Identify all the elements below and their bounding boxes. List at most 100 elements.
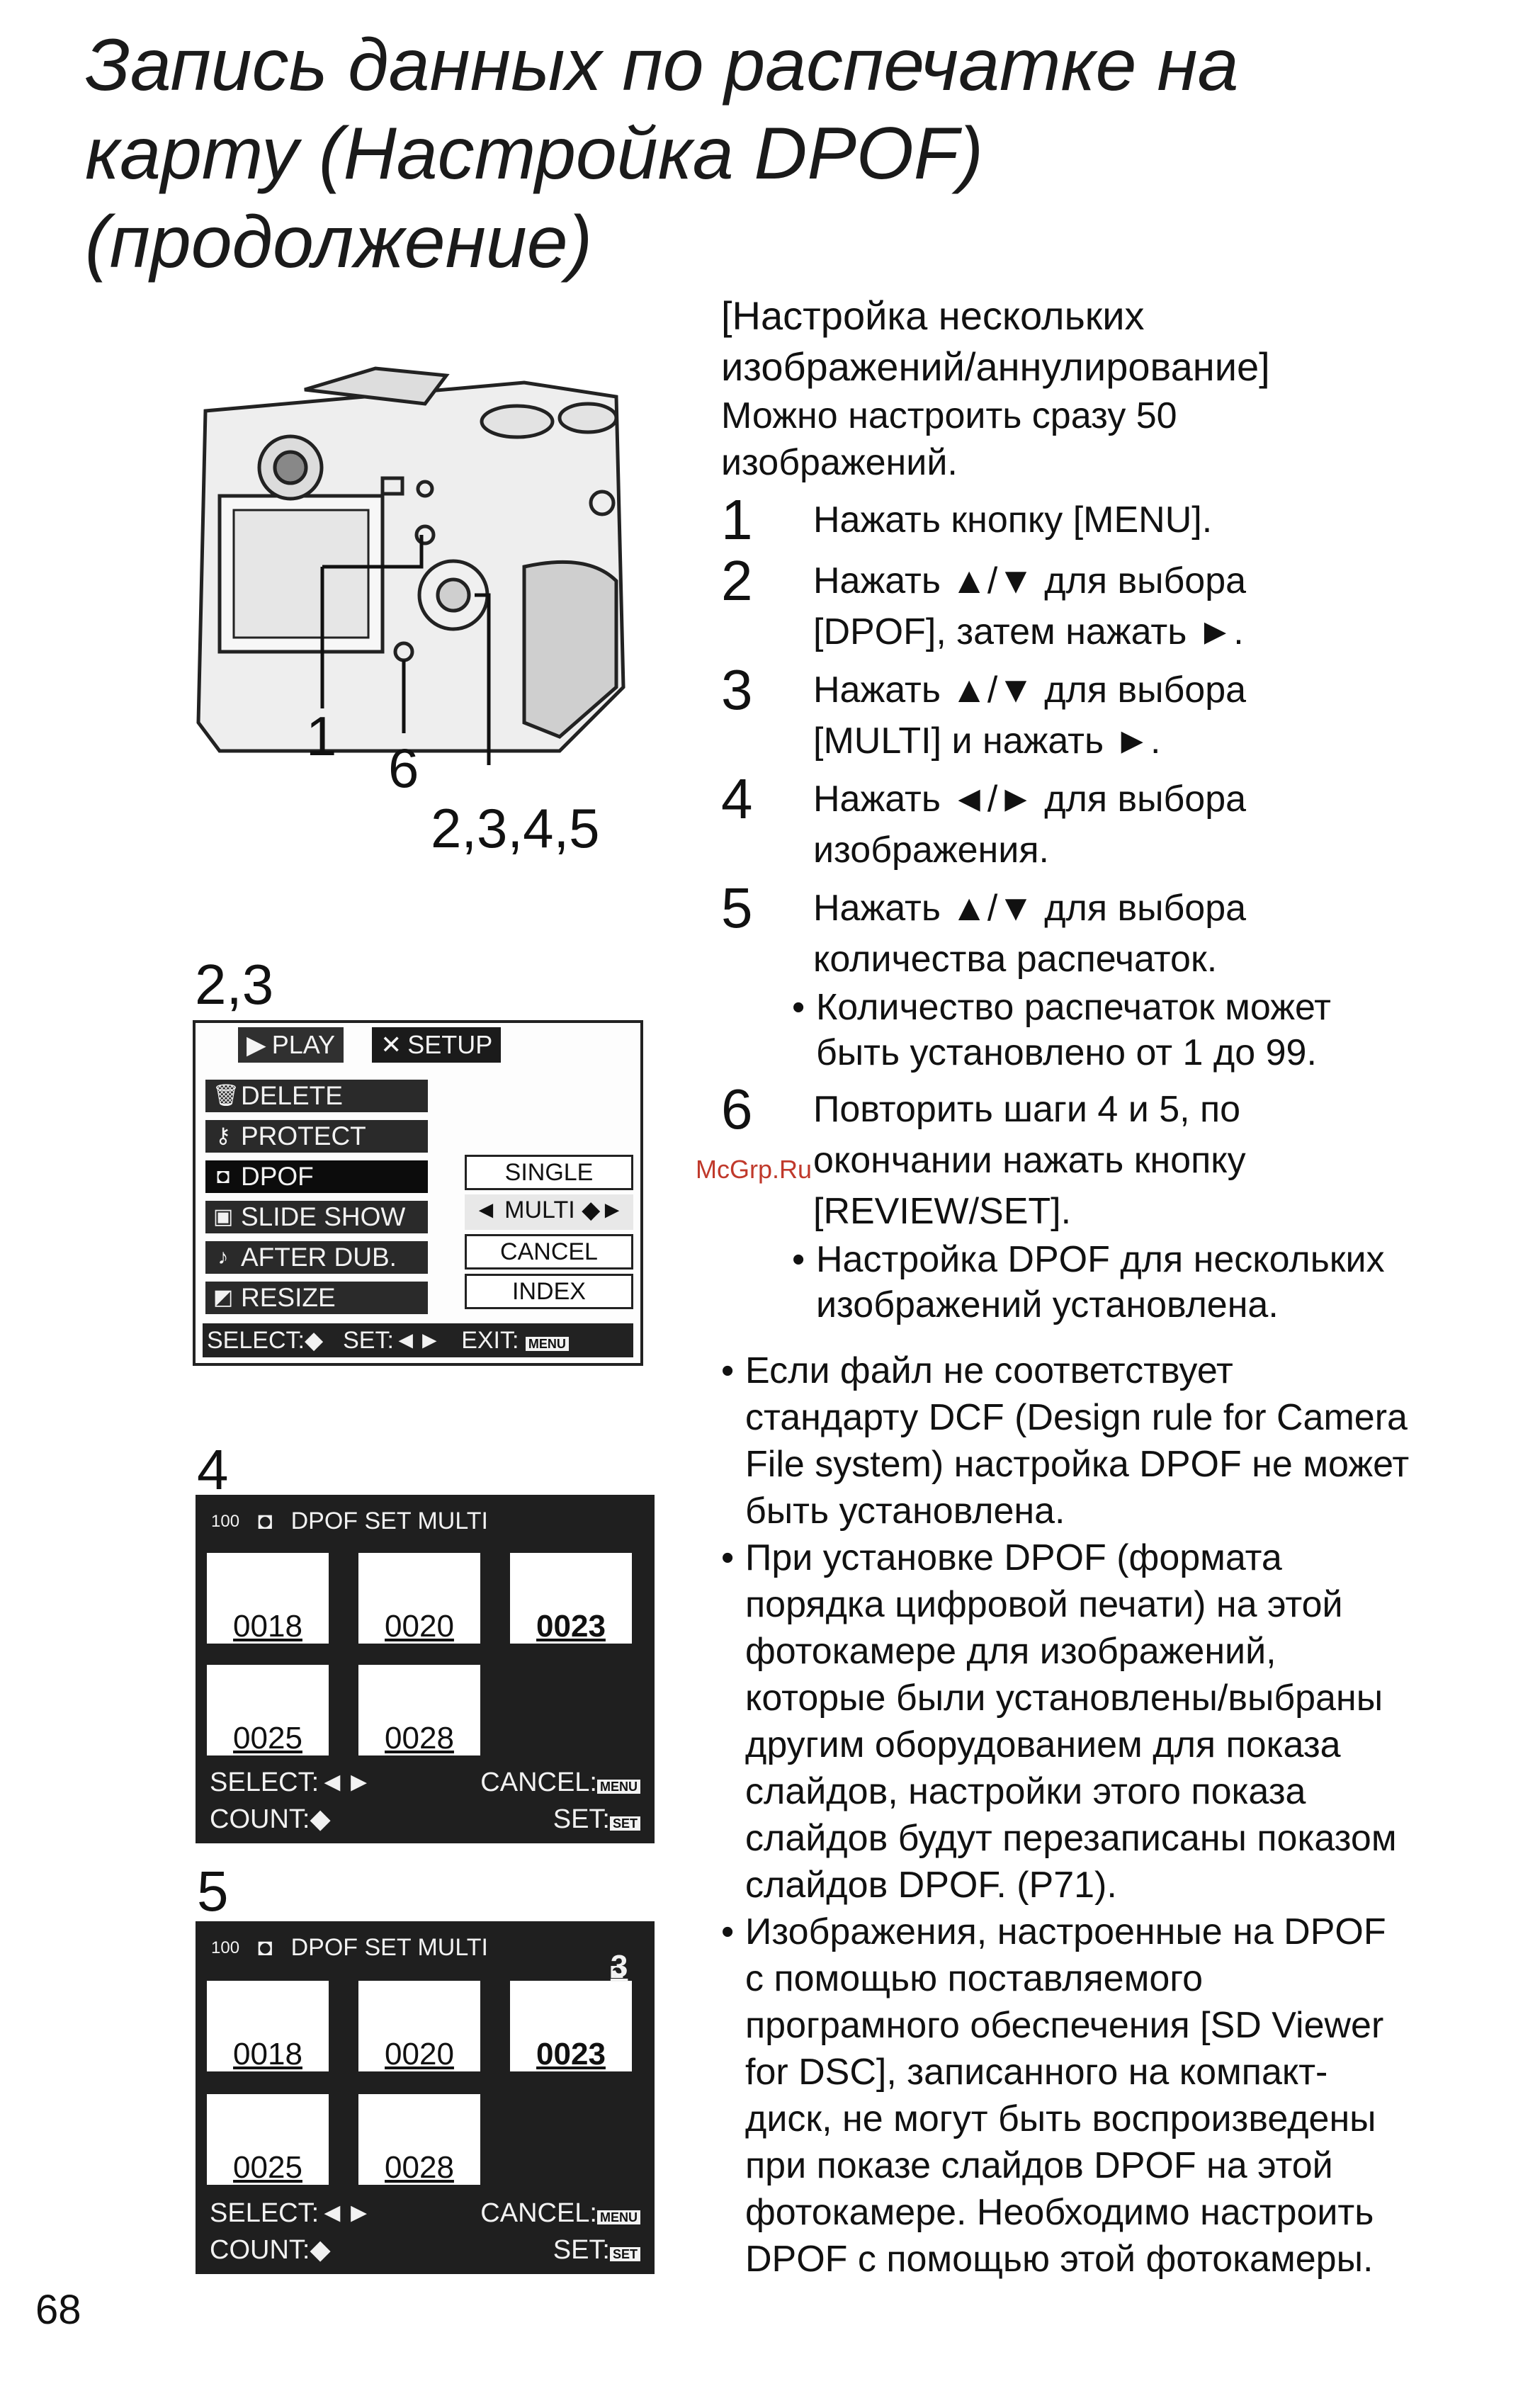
- menu-screen: ▶ PLAY ✕ SETUP 🗑 DELETE ⚷ PROTECT ◘ DPOF…: [193, 1020, 643, 1366]
- thumbnail[interactable]: 0028: [358, 1665, 480, 1755]
- dpof-footer: SELECT:◄► CANCEL:MENU COUNT:◆ SET:SET: [210, 1764, 640, 1838]
- tab-play[interactable]: ▶ PLAY: [238, 1027, 344, 1063]
- step-number: 2: [721, 549, 753, 612]
- page-number: 68: [35, 2287, 81, 2333]
- note-other-equipment: • При установке DPOF (формата порядка ци…: [721, 1537, 1397, 1906]
- menu-item-dpof[interactable]: ◘ DPOF: [205, 1160, 428, 1193]
- folder-number: 100: [211, 1938, 240, 1957]
- title-line-1: Запись данных по распечатке на: [85, 24, 1239, 106]
- menu-list: 🗑 DELETE ⚷ PROTECT ◘ DPOF ▣ SLIDE SHOW ♪…: [205, 1080, 428, 1322]
- microphone-icon: ♪: [217, 1245, 229, 1269]
- footer-exit: EXIT: MENU: [461, 1323, 569, 1357]
- menu-item-resize[interactable]: ◩ RESIZE: [205, 1282, 428, 1314]
- menu-key-icon: MENU: [597, 1780, 640, 1794]
- footer-cancel: CANCEL:MENU: [480, 1764, 640, 1801]
- print-icon: ◘: [216, 1165, 230, 1188]
- footer-set: SET:SET: [553, 1801, 640, 1838]
- section-intro-line-2: изображений.: [721, 442, 958, 483]
- callout-2345: 2,3,4,5: [431, 797, 600, 859]
- step-2: 2 Нажать ▲/▼ для выбора [DPOF], затем на…: [721, 553, 1507, 657]
- instructions-column: [Настройка нескольких изображений/аннули…: [721, 290, 1507, 2283]
- menu-tabs: ▶ PLAY ✕ SETUP: [238, 1027, 502, 1063]
- folder-number: 100: [211, 1511, 240, 1531]
- thumbnail[interactable]: 0028: [358, 2094, 480, 2185]
- option-multi[interactable]: ◄ MULTI ◆►: [465, 1194, 633, 1230]
- page-title: Запись данных по распечатке на карту (На…: [85, 21, 1360, 287]
- thumbnail[interactable]: 0020: [358, 1553, 480, 1644]
- footer-cancel: CANCEL:MENU: [480, 2195, 640, 2232]
- watermark: McGrp.Ru: [696, 1155, 813, 1184]
- option-index[interactable]: INDEX: [465, 1274, 633, 1309]
- slideshow-icon: ▣: [213, 1205, 234, 1228]
- dpof-multi-screen-step4: 100 ◘ DPOF SET MULTI 0018 0020 0023 0025…: [196, 1495, 655, 1843]
- section-intro-line-1: Можно настроить сразу 50: [721, 395, 1177, 436]
- step-6: 6 Повторить шаги 4 и 5, по окончании наж…: [721, 1081, 1507, 1237]
- thumbnail[interactable]: 0020: [358, 1981, 480, 2071]
- step-number: 3: [721, 658, 753, 721]
- step-1: 1 Нажать кнопку [MENU].: [721, 488, 1213, 551]
- thumbnail[interactable]: 0018: [207, 1553, 329, 1644]
- print-icon: ◘: [258, 1508, 273, 1534]
- camera-illustration: [196, 366, 625, 765]
- menu-key-icon: MENU: [597, 2210, 640, 2224]
- option-cancel[interactable]: CANCEL: [465, 1234, 633, 1270]
- play-icon: ▶: [247, 1030, 266, 1059]
- menu-item-after-dub[interactable]: ♪ AFTER DUB.: [205, 1241, 428, 1274]
- option-single[interactable]: SINGLE: [465, 1155, 633, 1190]
- dpof-footer: SELECT:◄► CANCEL:MENU COUNT:◆ SET:SET: [210, 2195, 640, 2268]
- title-line-3: (продолжение): [85, 201, 593, 283]
- dpof-header-title: DPOF SET MULTI: [290, 1934, 488, 1961]
- resize-icon: ◩: [213, 1286, 234, 1309]
- dpof-options: SINGLE ◄ MULTI ◆► CANCEL INDEX: [465, 1155, 633, 1313]
- note-dcf: • Если файл не соответствует стандарту D…: [721, 1350, 1410, 1532]
- menu-footer: SELECT:◆ SET:◄► EXIT: MENU: [203, 1323, 633, 1357]
- step-number: 6: [721, 1078, 753, 1141]
- steps-list: 1 Нажать кнопку [MENU]. 2 Нажать ▲/▼ для…: [721, 492, 1507, 1328]
- set-key-icon: SET: [609, 2247, 640, 2261]
- footer-count: COUNT:◆: [210, 2235, 331, 2265]
- footer-select: SELECT:◄►: [210, 1768, 373, 1797]
- print-count-badge: ◘3: [610, 1949, 628, 1984]
- note-sd-viewer: • Изображения, настроенные на DPOF с пом…: [721, 1911, 1386, 2280]
- callout-1: 1: [306, 705, 337, 767]
- footer-select: SELECT:◄►: [210, 2198, 373, 2228]
- footer-select: SELECT:◆: [207, 1327, 324, 1354]
- tab-setup[interactable]: ✕ SETUP: [372, 1027, 502, 1063]
- figure-label-23: 2,3: [195, 953, 274, 1016]
- thumbnail[interactable]: 0025: [207, 1665, 329, 1755]
- menu-item-slide-show[interactable]: ▣ SLIDE SHOW: [205, 1201, 428, 1233]
- step-number: 4: [721, 767, 753, 830]
- figure-label-5: 5: [197, 1860, 229, 1923]
- footer-count: COUNT:◆: [210, 1804, 331, 1834]
- footer-set: SET:SET: [553, 2232, 640, 2268]
- dpof-multi-screen-step5: 100 ◘ DPOF SET MULTI 0018 0020 ◘3 0023 0…: [196, 1921, 655, 2274]
- footer-set: SET:◄►: [343, 1327, 442, 1354]
- thumbnail[interactable]: 0018: [207, 1981, 329, 2071]
- step-6-note: • Настройка DPOF для нескольких изображе…: [792, 1239, 1385, 1325]
- figure-label-4: 4: [197, 1438, 229, 1501]
- key-icon: ⚷: [215, 1124, 231, 1148]
- step-5-note: • Количество распечаток может быть устан…: [792, 987, 1331, 1073]
- menu-key-icon: MENU: [525, 1337, 569, 1351]
- general-notes: • Если файл не соответствует стандарту D…: [721, 1347, 1507, 2283]
- section-heading-line-1: [Настройка нескольких: [721, 293, 1145, 338]
- callout-6: 6: [388, 737, 419, 799]
- step-3: 3 Нажать ▲/▼ для выбора [MULTI] и нажать…: [721, 662, 1507, 767]
- thumbnail[interactable]: 0025: [207, 2094, 329, 2185]
- set-key-icon: SET: [609, 1816, 640, 1831]
- step-4: 4 Нажать ◄/► для выбора изображения.: [721, 771, 1507, 876]
- menu-item-protect[interactable]: ⚷ PROTECT: [205, 1120, 428, 1153]
- thumbnail-selected[interactable]: 0023: [510, 1553, 632, 1644]
- dpof-header-title: DPOF SET MULTI: [290, 1508, 488, 1534]
- step-5: 5 Нажать ▲/▼ для выбора количества распе…: [721, 880, 1507, 985]
- dpof-header: 100 ◘ DPOF SET MULTI: [211, 1508, 488, 1535]
- thumbnail-selected[interactable]: ◘3 0023: [510, 1950, 632, 2071]
- menu-item-delete[interactable]: 🗑 DELETE: [205, 1080, 428, 1112]
- trash-icon: 🗑: [213, 1084, 240, 1107]
- dpof-header: 100 ◘ DPOF SET MULTI: [211, 1934, 488, 1962]
- print-icon: ◘: [258, 1934, 273, 1961]
- title-line-2: карту (Настройка DPOF): [85, 113, 983, 195]
- step-number: 1: [721, 488, 753, 551]
- step-number: 5: [721, 876, 753, 939]
- wrench-icon: ✕: [380, 1030, 402, 1059]
